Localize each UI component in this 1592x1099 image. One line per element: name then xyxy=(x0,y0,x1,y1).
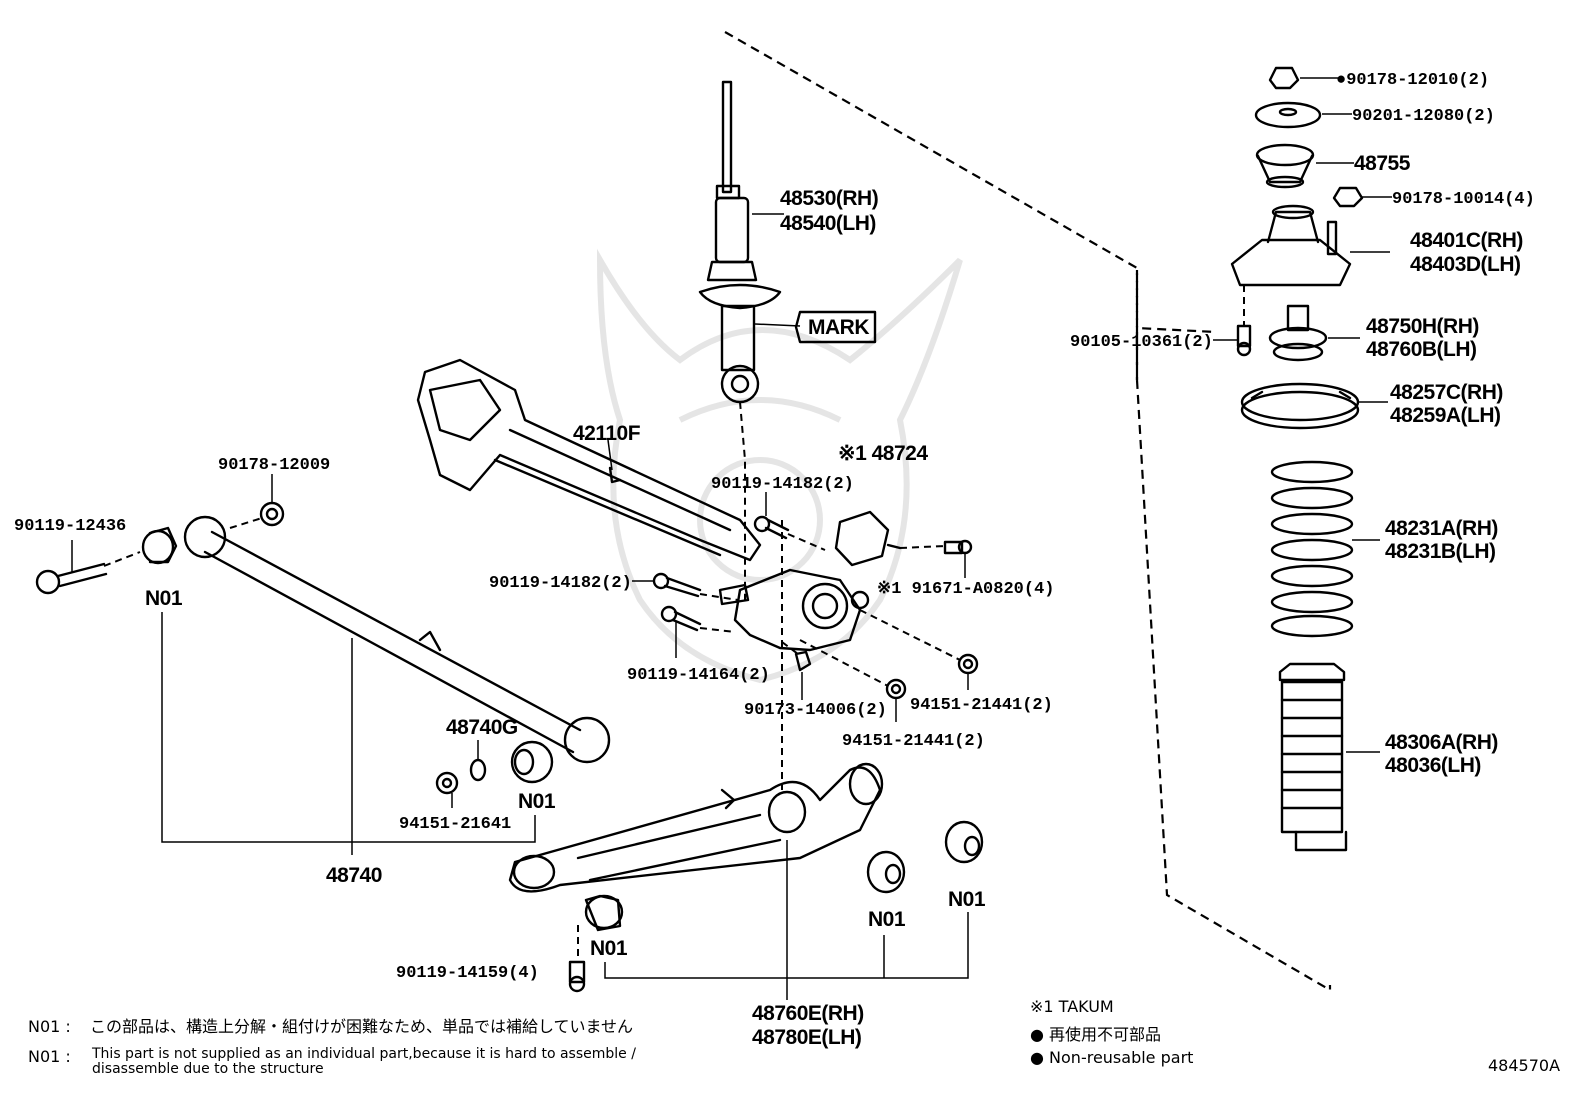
label-90119-14164: 90119-14164(2) xyxy=(627,666,770,685)
label-48724: ※1 48724 xyxy=(838,442,928,465)
shock-absorber xyxy=(698,80,782,404)
label-90105: 90105-10361(2) xyxy=(1070,333,1213,352)
bound-stopper-48755 xyxy=(1255,143,1315,189)
label-48401C: 48401C(RH) xyxy=(1410,229,1523,252)
insulator-48750H xyxy=(1268,304,1328,362)
note-n01-en-line2: disassemble due to the structure xyxy=(92,1061,324,1077)
bolt-90119-12436 xyxy=(35,562,108,595)
label-48760B: 48760B(LH) xyxy=(1366,338,1477,361)
label-48530: 48530(RH) xyxy=(780,187,878,210)
nut-90178-12009 xyxy=(259,501,285,527)
label-48259A: 48259A(LH) xyxy=(1390,404,1501,427)
note-n01-en-key: N01 : xyxy=(28,1047,71,1066)
label-42110F: 42110F xyxy=(573,422,641,445)
nut-94151-21441-lower xyxy=(885,678,907,700)
label-n01-a: N01 xyxy=(145,587,183,610)
label-48403D: 48403D(LH) xyxy=(1410,253,1521,276)
nut-90178-12010 xyxy=(1268,66,1300,90)
label-n01-e: N01 xyxy=(948,888,986,911)
note-n01-jp-key: N01 : xyxy=(28,1017,71,1036)
assembly-dashed-boundary xyxy=(724,31,1332,992)
label-94151-21441-b: 94151-21441(2) xyxy=(842,732,985,751)
screw-91671 xyxy=(943,539,973,555)
bushing-n01-d xyxy=(866,850,906,894)
rear-axle-beam xyxy=(416,358,762,562)
diagram-id: 484570A xyxy=(1488,1056,1560,1075)
bushing-n01-b xyxy=(510,740,554,784)
bushing-n01-left xyxy=(141,526,178,565)
label-94151-21441-a: 94151-21441(2) xyxy=(910,696,1053,715)
label-48740: 48740 xyxy=(326,864,382,887)
insulator-48257C xyxy=(1240,382,1360,430)
watermark-emblem xyxy=(596,248,963,684)
label-90119-14159: 90119-14159(4) xyxy=(396,964,539,983)
coil-spring-48231A xyxy=(1270,460,1354,638)
label-48231A: 48231A(RH) xyxy=(1385,517,1498,540)
support-48401C xyxy=(1230,204,1352,287)
label-90173: 90173-14006(2) xyxy=(744,701,887,720)
lateral-rod-48740 xyxy=(183,515,611,764)
label-n01-c: N01 xyxy=(590,937,628,960)
nut-94151-21641 xyxy=(435,771,459,795)
label-48750H: 48750H(RH) xyxy=(1366,315,1479,338)
bolt-90105 xyxy=(1236,324,1252,357)
label-90178-12009: 90178-12009 xyxy=(218,456,330,475)
washer-48740G xyxy=(469,758,487,782)
note-takum: ※1 TAKUM xyxy=(1030,997,1114,1016)
label-48257C: 48257C(RH) xyxy=(1390,381,1503,404)
bolt-90119-14159 xyxy=(568,960,586,993)
label-91671: ※1 91671-A0820(4) xyxy=(877,580,1054,599)
label-48231B: 48231B(LH) xyxy=(1385,540,1496,563)
note-nonreusable-en: ● Non-reusable part xyxy=(1030,1048,1193,1067)
label-48760E: 48760E(RH) xyxy=(752,1002,864,1025)
bolt-90119-14182-left xyxy=(652,572,702,598)
label-n01-b: N01 xyxy=(518,790,556,813)
label-48780E: 48780E(LH) xyxy=(752,1026,861,1049)
nut-94151-21441-right xyxy=(957,653,979,675)
washer-90201 xyxy=(1254,101,1322,129)
bumper-boot-48306A xyxy=(1278,662,1348,852)
bushing-n01-e xyxy=(944,820,984,864)
note-n01-en-line1: This part is not supplied as an individu… xyxy=(91,1046,636,1062)
label-48540: 48540(LH) xyxy=(780,212,876,235)
bolt-90119-14182-upper xyxy=(753,515,790,540)
note-nonreusable-jp: ● 再使用不可部品 xyxy=(1030,1025,1161,1044)
label-48740G: 48740G xyxy=(446,716,518,739)
label-94151-21641: 94151-21641 xyxy=(399,815,511,834)
label-mark: MARK xyxy=(808,316,869,339)
bolt-90119-14164 xyxy=(660,605,702,632)
label-90119-14182-b: 90119-14182(2) xyxy=(489,574,632,593)
nut-90178-10014 xyxy=(1332,186,1364,208)
label-90119-14182-a: 90119-14182(2) xyxy=(711,475,854,494)
mark-callout-box xyxy=(794,310,877,344)
sensor-48724 xyxy=(834,510,902,567)
label-90201: 90201-12080(2) xyxy=(1352,107,1495,126)
label-90119-12436: 90119-12436 xyxy=(14,517,126,536)
knuckle-carrier xyxy=(718,568,870,652)
label-90178-10014: 90178-10014(4) xyxy=(1392,190,1535,209)
lower-arm-48760E xyxy=(508,762,884,893)
label-n01-d: N01 xyxy=(868,908,906,931)
nut-90173 xyxy=(794,650,812,672)
label-90178-12010: ●90178-12010(2) xyxy=(1336,71,1489,90)
label-48306A: 48306A(RH) xyxy=(1385,731,1498,754)
label-48036: 48036(LH) xyxy=(1385,754,1481,777)
label-48755: 48755 xyxy=(1354,152,1411,175)
bushing-n01-c xyxy=(584,894,624,932)
note-n01-jp: この部品は、構造上分解・組付けが困難なため、単品では補給していません xyxy=(90,1017,633,1036)
